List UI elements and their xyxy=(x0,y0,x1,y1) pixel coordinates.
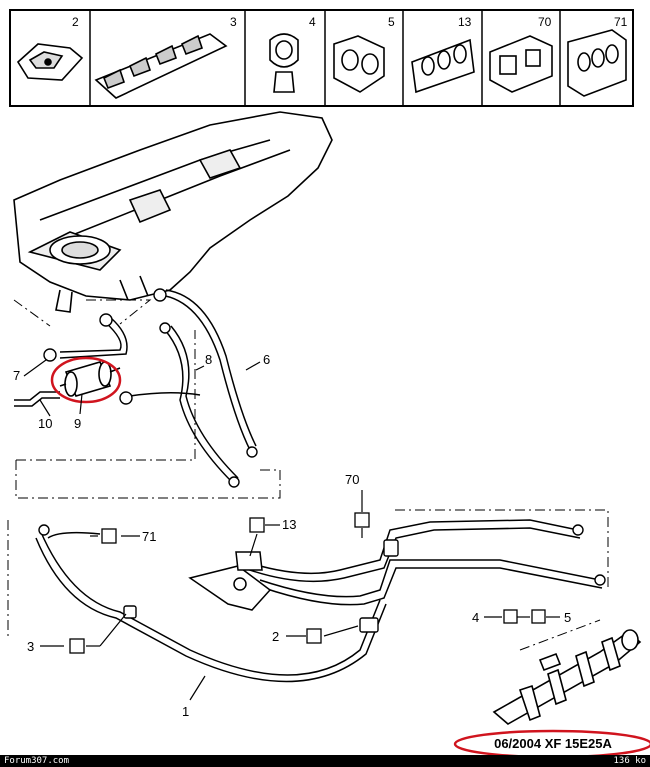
part-cell-3: 3 xyxy=(94,15,237,99)
footer-size: 136 ko xyxy=(613,756,646,766)
part-cell-71: 71 xyxy=(567,15,628,97)
part-number-3: 3 xyxy=(230,15,237,29)
clip-flat-icon xyxy=(16,43,84,81)
filter-highlight-ring xyxy=(50,356,122,404)
connectors xyxy=(38,288,606,633)
part-number-70: 70 xyxy=(538,15,552,29)
callout-6: 6 xyxy=(263,352,270,367)
clip-block-icon xyxy=(489,35,553,93)
callout-boxes xyxy=(69,512,546,654)
callout-7: 7 xyxy=(13,368,20,383)
callout-71: 71 xyxy=(142,529,156,544)
callout-8: 8 xyxy=(205,352,212,367)
clip-triple-icon xyxy=(411,38,475,94)
part-cell-2: 2 xyxy=(16,15,84,81)
part-cell-4: 4 xyxy=(269,15,316,93)
part-cell-5: 5 xyxy=(333,15,395,93)
callout-70: 70 xyxy=(345,472,359,487)
fuel-filter xyxy=(59,361,121,397)
clip-rail-icon xyxy=(94,33,228,99)
part-number-5: 5 xyxy=(388,15,395,29)
callout-4: 4 xyxy=(472,610,479,625)
construction-lines xyxy=(7,299,609,651)
fuel-tank xyxy=(13,111,333,313)
clip-single-icon xyxy=(269,33,299,93)
callout-3: 3 xyxy=(27,639,34,654)
part-number-13: 13 xyxy=(458,15,472,29)
callout-10: 10 xyxy=(38,416,52,431)
part-number-4: 4 xyxy=(309,15,316,29)
part-number-71: 71 xyxy=(614,15,628,29)
callout-13: 13 xyxy=(282,517,296,532)
clip-double-icon xyxy=(333,35,385,93)
leader-lines xyxy=(23,359,560,701)
clip-assembly xyxy=(188,551,272,611)
callout-9: 9 xyxy=(74,416,81,431)
parts-strip xyxy=(9,9,634,107)
footer-source: Forum307.com xyxy=(4,756,70,766)
callout-5: 5 xyxy=(564,610,571,625)
hose-group xyxy=(14,289,603,683)
fuel-rail xyxy=(492,629,642,725)
diagram-reference-code: 06/2004 XF 15E25A xyxy=(494,736,612,751)
clip-quad-icon xyxy=(567,29,627,97)
callout-2: 2 xyxy=(272,629,279,644)
part-number-2: 2 xyxy=(72,15,79,29)
callout-1: 1 xyxy=(182,704,189,719)
part-cell-13: 13 xyxy=(411,15,475,94)
footer-bar xyxy=(0,755,650,767)
part-cell-70: 70 xyxy=(489,15,553,93)
